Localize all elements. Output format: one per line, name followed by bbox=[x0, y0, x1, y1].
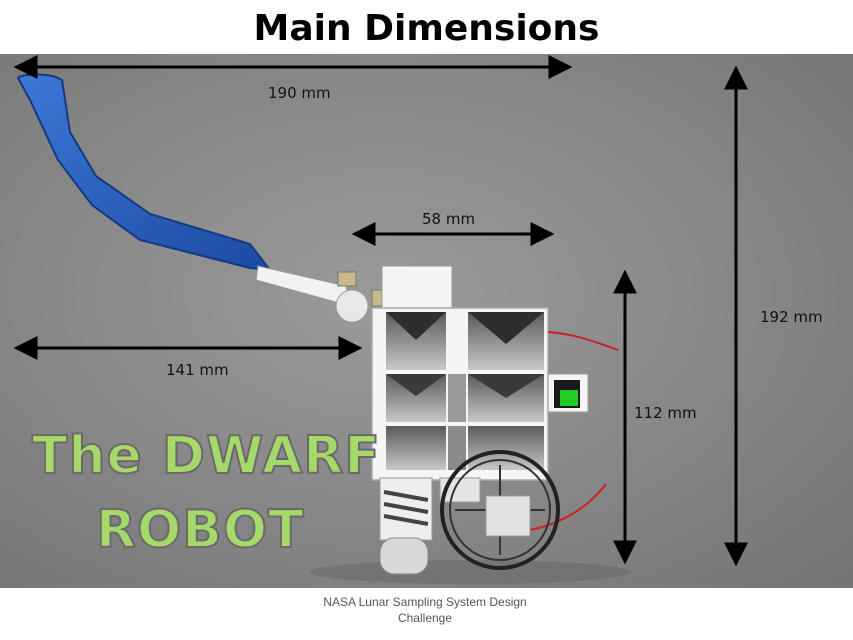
top-housing bbox=[381, 265, 453, 311]
rear-wheel bbox=[440, 450, 560, 570]
ground-shadow bbox=[310, 560, 630, 584]
wire-bottom bbox=[529, 483, 607, 531]
robot-name-line1: The DWARF bbox=[31, 425, 381, 487]
wire-top bbox=[547, 331, 619, 351]
footer-line1: NASA Lunar Sampling System Design bbox=[323, 595, 527, 609]
side-sensor bbox=[547, 373, 589, 413]
footer-line2: Challenge bbox=[397, 611, 453, 625]
body-width-label: 58 mm bbox=[422, 210, 476, 228]
robot-body bbox=[371, 307, 549, 481]
page-title: Main Dimensions bbox=[253, 8, 600, 49]
footer-caption: NASA Lunar Sampling System Design Challe… bbox=[280, 594, 570, 626]
total-height-label: 192 mm bbox=[760, 308, 823, 326]
robot-name-line2: ROBOT bbox=[95, 499, 305, 561]
arm-length-label: 190 mm bbox=[268, 84, 331, 102]
arm-reach-label: 141 mm bbox=[166, 361, 229, 379]
front-wheel-assembly bbox=[379, 477, 481, 575]
scoop-arm bbox=[16, 73, 393, 323]
body-height-label: 112 mm bbox=[634, 404, 697, 422]
